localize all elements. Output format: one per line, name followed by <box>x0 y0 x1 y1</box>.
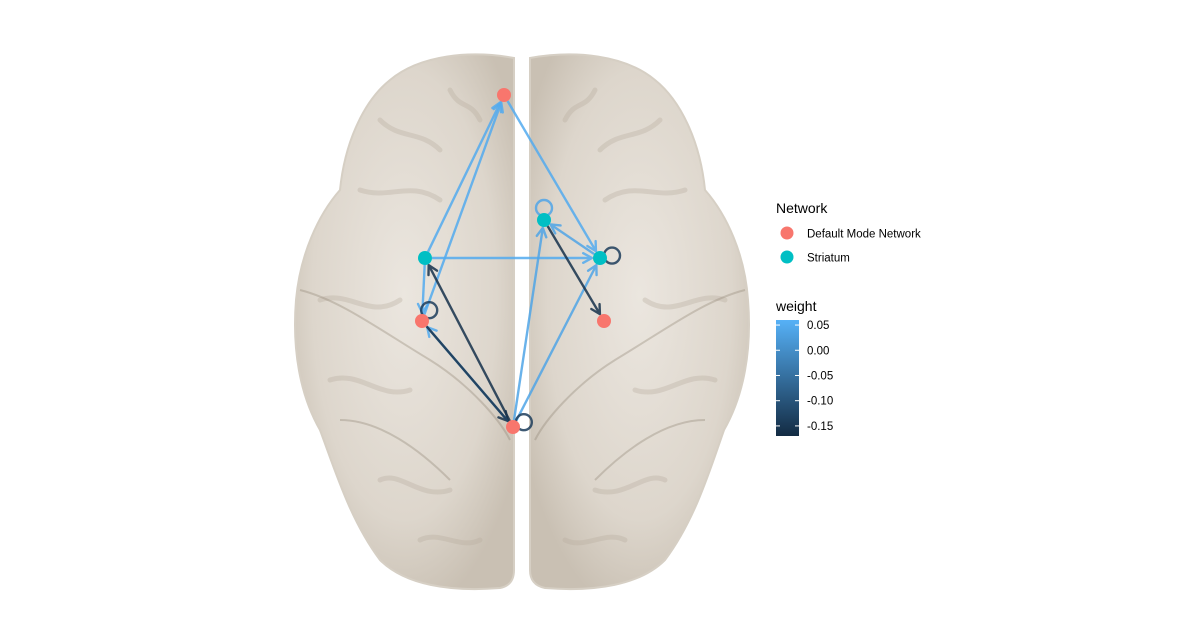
edge-n3-n6 <box>546 225 602 316</box>
node-n5 <box>415 314 429 328</box>
node-n3 <box>537 213 551 227</box>
edge-n7-n2 <box>427 263 511 422</box>
edge-line-n7-n2 <box>427 264 511 422</box>
network-nodes <box>415 88 611 434</box>
legend-striatum-key <box>780 250 794 264</box>
weight-ticks: 0.05 0.00 -0.05 -0.10 -0.15 <box>776 320 833 433</box>
weight-tick-label-3: -0.10 <box>807 396 833 408</box>
node-n4 <box>593 251 607 265</box>
arrowhead-n4-n3 <box>549 223 562 235</box>
arrowhead-n3-n6 <box>590 302 602 316</box>
weight-colorbar <box>776 320 799 436</box>
weight-tick-label-0: 0.05 <box>807 320 829 332</box>
edge-n7-n4 <box>515 263 598 422</box>
node-n1 <box>497 88 511 102</box>
arrowhead-n1-n4 <box>586 239 598 253</box>
node-n6 <box>597 314 611 328</box>
edge-line-n5-n7 <box>425 325 509 422</box>
edge-n5-n5 <box>420 301 439 320</box>
edge-line-n4-n3 <box>549 223 595 256</box>
node-n7 <box>506 420 520 434</box>
weight-tick-label-4: -0.15 <box>807 421 833 433</box>
node-n2 <box>418 251 432 265</box>
right-hemisphere <box>529 53 750 591</box>
arrowhead-n7-n2 <box>427 263 439 277</box>
network-edges <box>416 100 622 432</box>
edge-line-n1-n4 <box>506 100 597 252</box>
arrowhead-n2-n4 <box>582 252 594 264</box>
arrowhead-n7-n3 <box>535 226 548 239</box>
weight-legend-title: weight <box>775 298 817 314</box>
edge-line-n7-n3 <box>512 227 545 421</box>
self-loop-n5 <box>420 301 439 320</box>
edge-line-n3-n6 <box>546 225 601 315</box>
weight-tick-label-2: -0.05 <box>807 370 833 382</box>
edge-line-n7-n4 <box>515 264 598 422</box>
network-legend: Network Default Mode Network Striatum <box>776 200 921 265</box>
legend-dmn-key <box>780 226 794 240</box>
edge-n7-n3 <box>512 226 548 421</box>
arrowhead-n5-n1 <box>492 101 504 114</box>
network-legend-title: Network <box>776 200 828 216</box>
edge-line-n2-n1 <box>426 101 502 253</box>
legend-dmn-label: Default Mode Network <box>807 229 921 241</box>
weight-legend: weight 0.05 0.00 -0.05 -0.10 -0.15 <box>775 298 833 436</box>
weight-tick-label-1: 0.00 <box>807 345 829 357</box>
brain-outline <box>294 53 750 591</box>
arrowhead-n7-n4 <box>586 263 598 277</box>
edge-n1-n4 <box>506 100 598 253</box>
legend-striatum-label: Striatum <box>807 253 850 265</box>
edge-n4-n3 <box>549 223 595 256</box>
